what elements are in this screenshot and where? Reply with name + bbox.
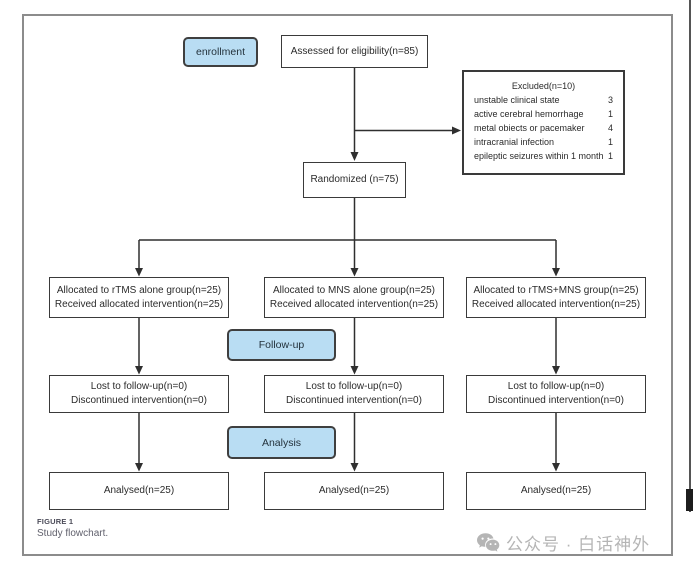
excluded-reason-row: epileptic seizures within 1 month 1	[470, 149, 617, 163]
watermark-text: 公众号 · 白话神外	[506, 535, 651, 554]
allocated-box-mns: Allocated to MNS alone group(n=25) Recei…	[264, 277, 444, 318]
excluded-reason-row: metal obiects or pacemaker 4	[470, 121, 617, 135]
allocated-box-rtms: Allocated to rTMS alone group(n=25) Rece…	[49, 277, 229, 318]
excluded-reason-count: 1	[607, 151, 613, 161]
analysed-box-rtms: Analysed(n=25)	[49, 472, 229, 510]
excluded-reason-count: 1	[607, 137, 613, 147]
excluded-reason-label: intracranial infection	[474, 137, 555, 147]
excluded-reason-row: intracranial infection 1	[470, 135, 617, 149]
analysed-box-mns: Analysed(n=25)	[264, 472, 444, 510]
phase-analysis: Analysis	[227, 426, 336, 459]
excluded-reason-label: unstable clinical state	[474, 95, 560, 105]
excluded-reason-label: epileptic seizures within 1 month	[474, 151, 604, 161]
figure-frame	[22, 14, 673, 556]
arrowheads	[135, 126, 560, 472]
lost-line1: Lost to follow-up(n=0)	[305, 381, 403, 393]
excluded-box: Excluded(n=10) unstable clinical state 3…	[462, 70, 625, 175]
phase-followup: Follow-up	[227, 329, 336, 361]
excluded-reason-count: 4	[607, 123, 613, 133]
right-edge-line	[689, 0, 691, 512]
wechat-icon	[477, 532, 500, 552]
lost-line2: Discontinued intervention(n=0)	[286, 395, 422, 406]
lost-box-mns: Lost to follow-up(n=0) Discontinued inte…	[264, 375, 444, 413]
lost-box-rtms-mns: Lost to follow-up(n=0) Discontinued inte…	[466, 375, 646, 413]
right-edge-mark	[686, 489, 693, 511]
assessed-box: Assessed for eligibility(n=85)	[281, 35, 428, 68]
phase-enrollment: enrollment	[183, 37, 258, 67]
figure-caption: FIGURE 1 Study flowchart.	[37, 517, 108, 539]
excluded-reason-count: 3	[607, 95, 613, 105]
excluded-reason-row: active cerebral hemorrhage 1	[470, 107, 617, 121]
lost-box-rtms: Lost to follow-up(n=0) Discontinued inte…	[49, 375, 229, 413]
randomized-box: Randomized (n=75)	[303, 162, 406, 198]
lost-line2: Discontinued intervention(n=0)	[71, 395, 207, 406]
figure-caption-text: Study flowchart.	[37, 528, 109, 539]
allocated-line2: Received allocated intervention(n=25)	[54, 298, 224, 310]
analysed-box-rtms-mns: Analysed(n=25)	[466, 472, 646, 510]
allocated-line2: Received allocated intervention(n=25)	[471, 298, 641, 310]
excluded-reason-count: 1	[607, 109, 613, 119]
lost-line1: Lost to follow-up(n=0)	[507, 381, 605, 393]
allocated-line1: Allocated to MNS alone group(n=25)	[272, 284, 436, 296]
figure-label: FIGURE 1	[37, 517, 74, 526]
allocated-box-rtms-mns: Allocated to rTMS+MNS group(n=25) Receiv…	[466, 277, 646, 318]
lost-line1: Lost to follow-up(n=0)	[90, 381, 188, 393]
excluded-reason-row: unstable clinical state 3	[470, 93, 617, 107]
allocated-line1: Allocated to rTMS+MNS group(n=25)	[473, 284, 639, 296]
excluded-reason-label: metal obiects or pacemaker	[474, 123, 585, 133]
watermark: 公众号 · 白话神外	[476, 530, 650, 555]
excluded-title: Excluded(n=10)	[511, 81, 576, 91]
lost-line2: Discontinued intervention(n=0)	[488, 395, 624, 406]
excluded-reason-label: active cerebral hemorrhage	[474, 109, 584, 119]
allocated-line1: Allocated to rTMS alone group(n=25)	[56, 284, 222, 296]
allocated-line2: Received allocated intervention(n=25)	[269, 298, 439, 310]
